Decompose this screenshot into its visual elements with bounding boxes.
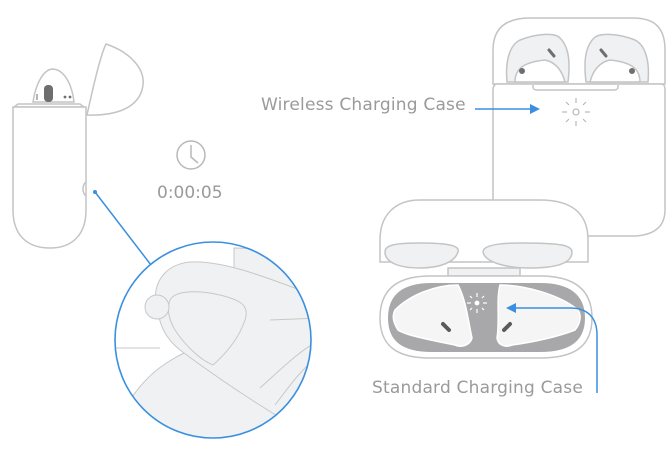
open-case-left: [11, 43, 144, 249]
timer-value: 0:00:05: [157, 183, 223, 203]
magnified-detail: [115, 242, 311, 438]
wireless-case: [492, 17, 666, 237]
clock-icon: [176, 140, 206, 170]
status-light-icon: [562, 98, 590, 126]
standard-arrow: [506, 303, 598, 393]
callout-line: [94, 191, 152, 266]
status-light-icon: [467, 293, 487, 313]
wireless-case-label: Wireless Charging Case: [261, 95, 466, 115]
standard-case: [379, 199, 593, 359]
standard-case-label: Standard Charging Case: [372, 378, 583, 398]
wireless-arrow: [475, 104, 540, 114]
